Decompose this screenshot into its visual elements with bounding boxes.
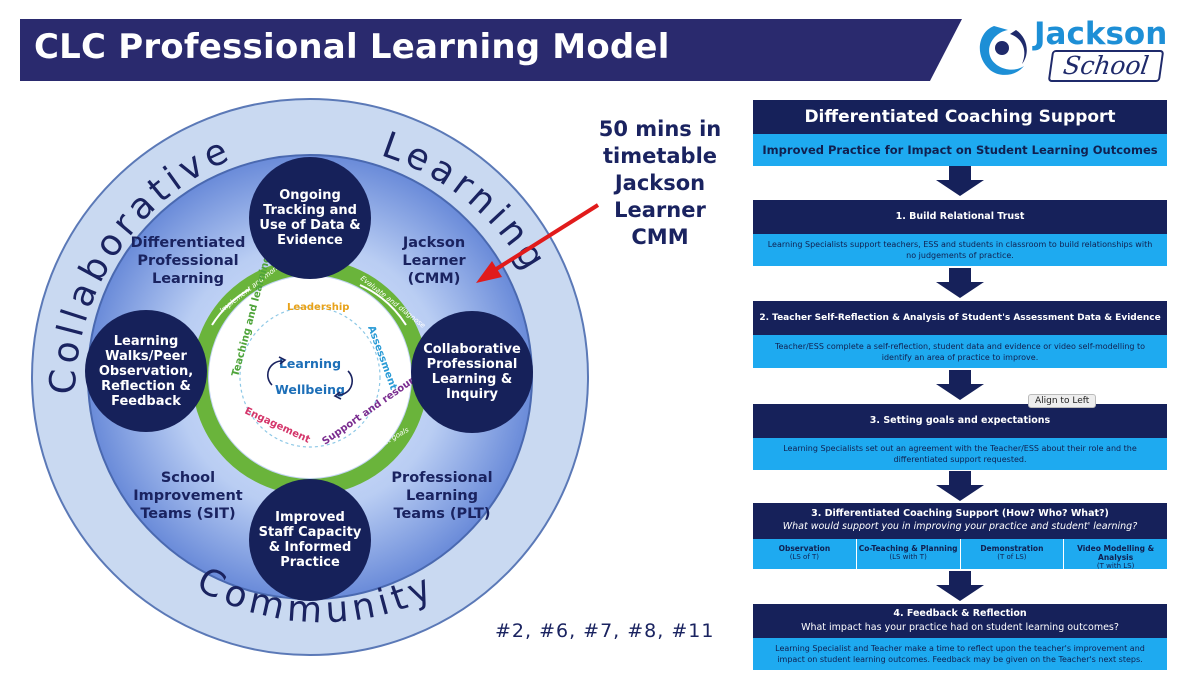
step3-body: Learning Specialists set out an agreemen… xyxy=(783,444,1137,464)
page-title: CLC Professional Learning Model xyxy=(34,27,670,67)
step1-title: 1. Build Relational Trust xyxy=(895,211,1025,222)
logo-word-jackson: Jackson xyxy=(1034,16,1168,52)
align-left-tooltip: Align to Left xyxy=(1028,394,1097,408)
flow-subtitle: Improved Practice for Impact on Student … xyxy=(762,143,1158,157)
flow-subtitle-box: Improved Practice for Impact on Student … xyxy=(753,134,1167,166)
red-callout-arrow xyxy=(476,203,600,283)
flow-title-box: Differentiated Coaching Support xyxy=(753,100,1167,134)
step1-title-box: 1. Build Relational Trust xyxy=(753,200,1167,234)
step3-body-box: Learning Specialists set out an agreemen… xyxy=(753,438,1167,470)
step1-body: Learning Specialists support teachers, E… xyxy=(767,240,1153,260)
inner-dashed-ring xyxy=(239,306,381,448)
option-demonstration: Demonstration (T of LS) xyxy=(961,539,1065,569)
inner-disc xyxy=(209,276,411,478)
step5-body: Learning Specialist and Teacher make a t… xyxy=(775,644,1145,664)
title-bar xyxy=(20,19,962,81)
step5-box: 4. Feedback & Reflection What impact has… xyxy=(753,604,1167,638)
cycle-arrows-icon xyxy=(267,356,353,400)
step2-body-box: Teacher/ESS complete a self-reflection, … xyxy=(753,335,1167,368)
option-observation: Observation (LS of T) xyxy=(753,539,857,569)
step5-title: 4. Feedback & Reflection xyxy=(893,608,1027,619)
inner-leadership: Leadership xyxy=(287,302,349,313)
logo-word-school: School xyxy=(1047,50,1165,82)
step3-title-box: 3. Setting goals and expectations xyxy=(753,404,1167,438)
step3-title: 3. Setting goals and expectations xyxy=(869,415,1051,426)
step4-box: 3. Differentiated Coaching Support (How?… xyxy=(753,503,1167,539)
logo-swirl-icon xyxy=(979,26,1027,75)
option-video-modelling: Video Modelling & Analysis (T with LS) xyxy=(1077,544,1155,570)
inner-wellbeing: Wellbeing xyxy=(275,382,345,397)
step4-options: Observation (LS of T) Co-Teaching & Plan… xyxy=(753,539,1167,570)
inner-learning: Learning xyxy=(279,356,341,371)
step4-title: 3. Differentiated Coaching Support (How?… xyxy=(811,508,1109,519)
step2-body: Teacher/ESS complete a self-reflection, … xyxy=(774,342,1146,362)
jackson-school-logo xyxy=(979,26,1027,75)
step2-title-box: 2. Teacher Self-Reflection & Analysis of… xyxy=(753,301,1167,335)
step4-question: What would support you in improving your… xyxy=(782,521,1138,532)
learning-model-diagram: Collaborative Learning Community Impleme… xyxy=(0,95,720,675)
flow-title: Differentiated Coaching Support xyxy=(804,107,1116,127)
step5-body-box: Learning Specialist and Teacher make a t… xyxy=(753,638,1167,670)
reference-numbers: #2, #6, #7, #8, #11 xyxy=(495,620,715,642)
step1-body-box: Learning Specialists support teachers, E… xyxy=(753,234,1167,266)
step2-title: 2. Teacher Self-Reflection & Analysis of… xyxy=(759,313,1161,323)
step5-question: What impact has your practice had on stu… xyxy=(801,622,1119,633)
option-co-teaching: Co-Teaching & Planning (LS with T) xyxy=(857,539,961,569)
